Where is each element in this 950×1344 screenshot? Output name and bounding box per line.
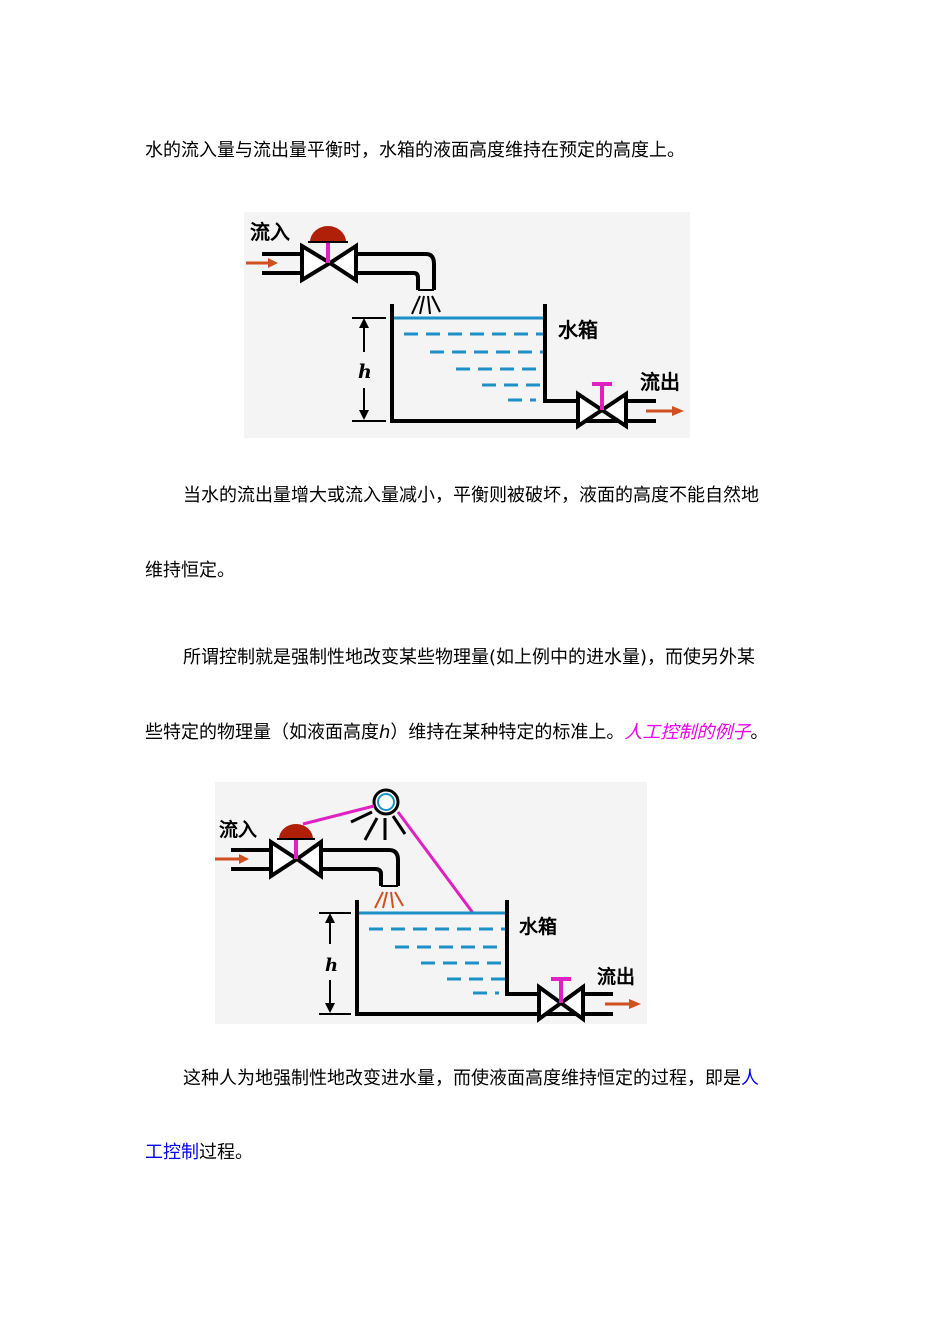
inlet-valve-cap xyxy=(310,226,346,242)
figure-manual-control-svg: h 流入 水箱 流出 xyxy=(215,788,641,1023)
inlet-valve-cap xyxy=(279,824,313,839)
figure-water-tank: h 流入 水箱 流出 xyxy=(244,212,690,438)
outflow-label: 流出 xyxy=(640,370,680,394)
paragraph-control-def-line1: 所谓控制就是强制性地改变某些物理量(如上例中的进水量)，而使另外某 xyxy=(183,647,756,668)
manual-control-text-b: 过程。 xyxy=(199,1142,253,1163)
outlet-valve-right xyxy=(557,983,585,1023)
inlet-valve-left xyxy=(269,838,301,880)
tank-label: 水箱 xyxy=(558,318,598,342)
hand-line xyxy=(302,804,375,826)
outlet-valve-right xyxy=(598,390,628,430)
inlet-valve-left xyxy=(300,242,334,284)
tank-wall xyxy=(390,304,632,423)
person-arm xyxy=(350,810,373,824)
inlet-valve-right xyxy=(326,242,358,284)
sight-line xyxy=(396,811,475,914)
manual-control-example-link[interactable]: 人工控制的例子 xyxy=(624,722,751,743)
spray-line xyxy=(411,295,421,315)
height-symbol: h xyxy=(379,722,391,743)
paragraph-imbalance-line2: 维持恒定。 xyxy=(145,560,235,581)
tank-label: 水箱 xyxy=(519,915,557,938)
manual-control-text-a: 这种人为地强制性地改变进水量，而使液面高度维持恒定的过程，即是 xyxy=(183,1068,741,1089)
figure-water-tank-svg: h 流入 水箱 流出 xyxy=(246,220,684,430)
manual-control-link-part1[interactable]: 人 xyxy=(741,1068,759,1089)
inflow-label: 流入 xyxy=(250,220,290,244)
control-def-end: 。 xyxy=(750,722,769,743)
height-label: h xyxy=(358,361,372,383)
outflow-label: 流出 xyxy=(597,965,635,988)
height-label: h xyxy=(325,955,338,976)
manual-control-link-part2[interactable]: 工控制 xyxy=(145,1142,199,1163)
control-def-text-b: ）维持在某种特定的标准上。 xyxy=(390,722,625,743)
inflow-arrow-head xyxy=(268,258,278,268)
inflow-label: 流入 xyxy=(219,818,257,841)
spray-line xyxy=(374,891,384,909)
paragraph-manual-control-line2: 工控制过程。 xyxy=(145,1141,253,1165)
paragraph-manual-control-line1: 这种人为地强制性地改变进水量，而使液面高度维持恒定的过程，即是人 xyxy=(183,1067,759,1091)
paragraph-imbalance-line1: 当水的流出量增大或流入量减小，平衡则被破坏，液面的高度不能自然地 xyxy=(183,485,759,506)
paragraph-control-def-line2: 些特定的物理量（如液面高度h）维持在某种特定的标准上。人工控制的例子。 xyxy=(145,721,768,745)
outlet-valve-left xyxy=(537,983,565,1023)
inlet-valve-right xyxy=(293,838,323,880)
outflow-arrow-head xyxy=(672,406,684,416)
inflow-arrow-head xyxy=(239,854,249,864)
figure-manual-control: h 流入 水箱 流出 xyxy=(215,782,647,1024)
control-def-text-a: 些特定的物理量（如液面高度 xyxy=(145,722,379,743)
paragraph-balance: 水的流入量与流出量平衡时，水箱的液面高度维持在预定的高度上。 xyxy=(145,140,685,161)
outlet-valve-left xyxy=(576,390,606,430)
outflow-arrow-head xyxy=(629,999,641,1009)
tank-wall xyxy=(355,900,589,1016)
